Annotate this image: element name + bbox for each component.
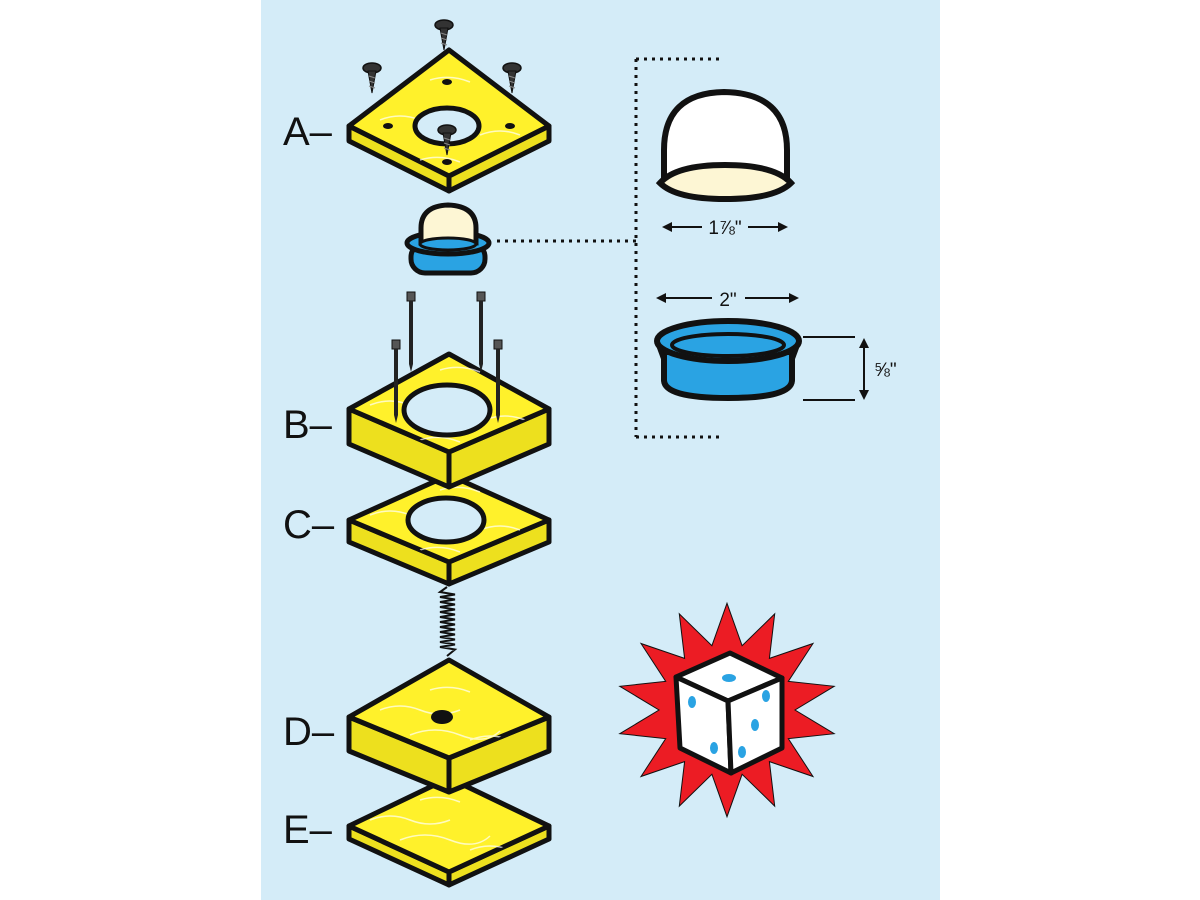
board-e-top [346, 775, 552, 875]
dome-width-label: 1⅞" [708, 218, 741, 239]
layer-label-d: D– [283, 710, 335, 754]
cup-height-dimension: ⅝" [803, 336, 897, 401]
board-a-screw-hole-left [383, 123, 393, 129]
nail-icon [406, 291, 416, 372]
layer-labels: A– B– C– D– E– [283, 110, 335, 852]
board-d-center-hole [431, 710, 453, 724]
board-e [346, 775, 552, 888]
layer-label-e: E– [283, 808, 333, 852]
screws-group [362, 19, 522, 156]
board-c [346, 472, 552, 587]
layer-label-a: A– [283, 110, 333, 154]
screw-icon [502, 62, 522, 94]
cup-height-label: ⅝" [874, 360, 897, 381]
nail-icon [476, 291, 486, 372]
board-a-screw-hole-right [505, 123, 515, 129]
board-d [346, 657, 552, 795]
nail-icon [391, 339, 401, 423]
die-pip-top [722, 674, 736, 682]
board-a-screw-hole-bottom [442, 159, 452, 165]
callout-bracket [497, 57, 722, 439]
die-pip-right-3 [738, 746, 746, 758]
small-dome-base [418, 236, 478, 252]
large-dome [655, 88, 796, 203]
spring-icon [437, 586, 458, 657]
board-b-hole [401, 382, 493, 438]
screw-icon [434, 19, 454, 51]
die-pip-left-2 [710, 742, 718, 754]
large-cup [654, 318, 802, 402]
screw-icon [362, 62, 382, 94]
die-icon [673, 650, 785, 776]
board-c-hole [405, 495, 487, 545]
board-d-top [346, 657, 552, 761]
die-pip-left-1 [688, 696, 696, 708]
layer-label-c: C– [283, 503, 335, 547]
board-b [346, 351, 552, 490]
nails-group [391, 291, 503, 423]
nail-icon [493, 339, 503, 423]
dome-cup-assembly [404, 202, 492, 276]
small-dome [418, 202, 479, 246]
screw-icon [437, 124, 457, 156]
die-pip-right-1 [762, 690, 770, 702]
board-a-screw-hole-top [442, 79, 452, 85]
layer-label-b: B– [283, 403, 333, 447]
cup-width-dimension: 2" [656, 290, 799, 311]
dome-width-dimension: 1⅞" [662, 218, 788, 239]
cup-width-label: 2" [719, 290, 736, 311]
board-a [346, 47, 552, 194]
die-pip-right-2 [751, 719, 759, 731]
